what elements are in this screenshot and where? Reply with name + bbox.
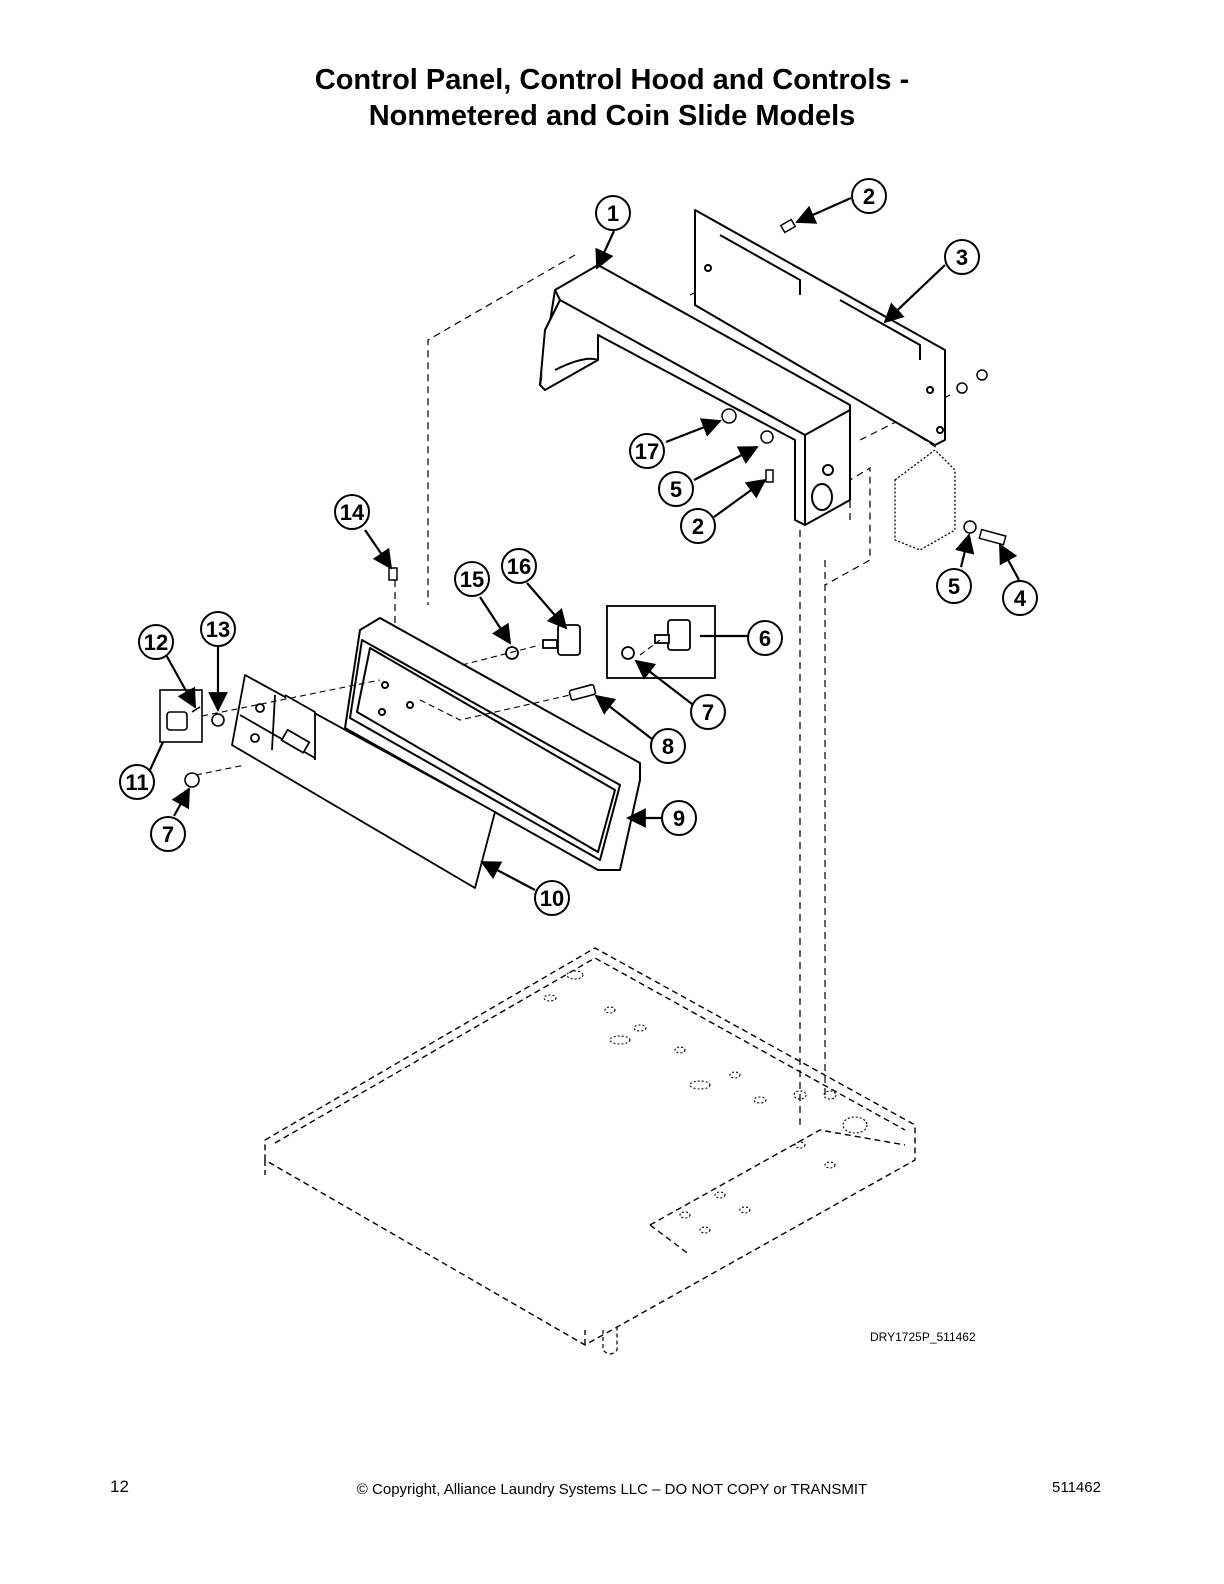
callout-17: 17 (629, 433, 665, 469)
callout-16: 16 (501, 548, 537, 584)
callout-circle (138, 624, 174, 660)
hardware (388, 218, 1007, 581)
callout-9: 9 (661, 800, 697, 836)
page-title: Control Panel, Control Hood and Controls… (0, 62, 1224, 134)
callout-5: 5 (936, 568, 972, 604)
document-number: 511462 (1052, 1479, 1101, 1496)
switch-6 (621, 619, 691, 660)
part-connectors (195, 639, 661, 776)
callout-circle (454, 561, 490, 597)
callout-label: 7 (702, 700, 714, 725)
callout-4: 4 (1002, 580, 1038, 616)
cabinet-outline (264, 947, 916, 1346)
callout-label: 8 (662, 734, 674, 759)
callout-7: 7 (150, 816, 186, 852)
callout-label: 14 (340, 500, 365, 525)
callout-circle (661, 800, 697, 836)
callout-14: 14 (334, 494, 370, 530)
callout-circle (650, 728, 686, 764)
callout-11: 11 (119, 764, 155, 800)
callout-label: 11 (125, 770, 148, 795)
callout-circle (851, 178, 887, 214)
callout-12: 12 (138, 624, 174, 660)
callout-2: 2 (851, 178, 887, 214)
leader-lines (149, 196, 1020, 891)
copyright-notice: © Copyright, Alliance Laundry Systems LL… (356, 1481, 868, 1498)
callout-label: 13 (206, 617, 230, 642)
callout-2: 2 (680, 508, 716, 544)
callout-circle (501, 548, 537, 584)
callout-label: 10 (540, 886, 564, 911)
washer-13 (211, 713, 225, 727)
control-panel (344, 617, 641, 871)
title-line-1: Control Panel, Control Hood and Controls… (314, 64, 910, 96)
callout-1: 1 (595, 195, 631, 231)
page-number: 12 (110, 1477, 129, 1496)
title-line-2: Nonmetered and Coin Slide Models (368, 100, 856, 132)
drawing-id: DRY1725P_511462 (870, 1330, 976, 1344)
control-hood (539, 264, 851, 526)
callout-label: 15 (460, 567, 484, 592)
callout-5: 5 (658, 471, 694, 507)
switch-16 (505, 624, 581, 660)
callout-10: 10 (534, 880, 570, 916)
mounting-bracket (894, 449, 956, 551)
callout-circle (747, 620, 783, 656)
callout-circle (334, 494, 370, 530)
callout-label: 9 (673, 806, 685, 831)
callout-3: 3 (944, 239, 980, 275)
cabinet-foot (602, 1325, 618, 1355)
callout-label: 5 (670, 477, 682, 502)
indicator-lamp (568, 683, 597, 701)
callout-15: 15 (454, 561, 490, 597)
callout-7: 7 (690, 694, 726, 730)
callout-label: 16 (507, 554, 531, 579)
callout-circle (150, 816, 186, 852)
callout-circle (119, 764, 155, 800)
callout-label: 12 (144, 630, 168, 655)
callout-circle (595, 195, 631, 231)
callout-circle (680, 508, 716, 544)
callout-circle (658, 471, 694, 507)
knob (166, 706, 201, 731)
callout-circle (629, 433, 665, 469)
callout-label: 2 (692, 514, 704, 539)
callout-circle (1002, 580, 1038, 616)
callout-label: 1 (607, 201, 619, 226)
callout-circle (690, 694, 726, 730)
callout-label: 17 (635, 439, 659, 464)
cabinet-holes (543, 970, 868, 1234)
callout-label: 6 (759, 626, 771, 651)
callout-circle (936, 568, 972, 604)
callout-label: 7 (162, 822, 174, 847)
callout-label: 3 (956, 245, 968, 270)
back-panel (694, 209, 946, 446)
callout-circle (200, 611, 236, 647)
callout-circle (534, 880, 570, 916)
callout-6: 6 (747, 620, 783, 656)
control-overlay (231, 674, 496, 889)
callout-label: 4 (1014, 586, 1027, 611)
callout-label: 2 (863, 184, 875, 209)
callout-label: 5 (948, 574, 960, 599)
grommet-7 (184, 772, 200, 788)
callout-8: 8 (650, 728, 686, 764)
callout-circle (944, 239, 980, 275)
callout-13: 13 (200, 611, 236, 647)
